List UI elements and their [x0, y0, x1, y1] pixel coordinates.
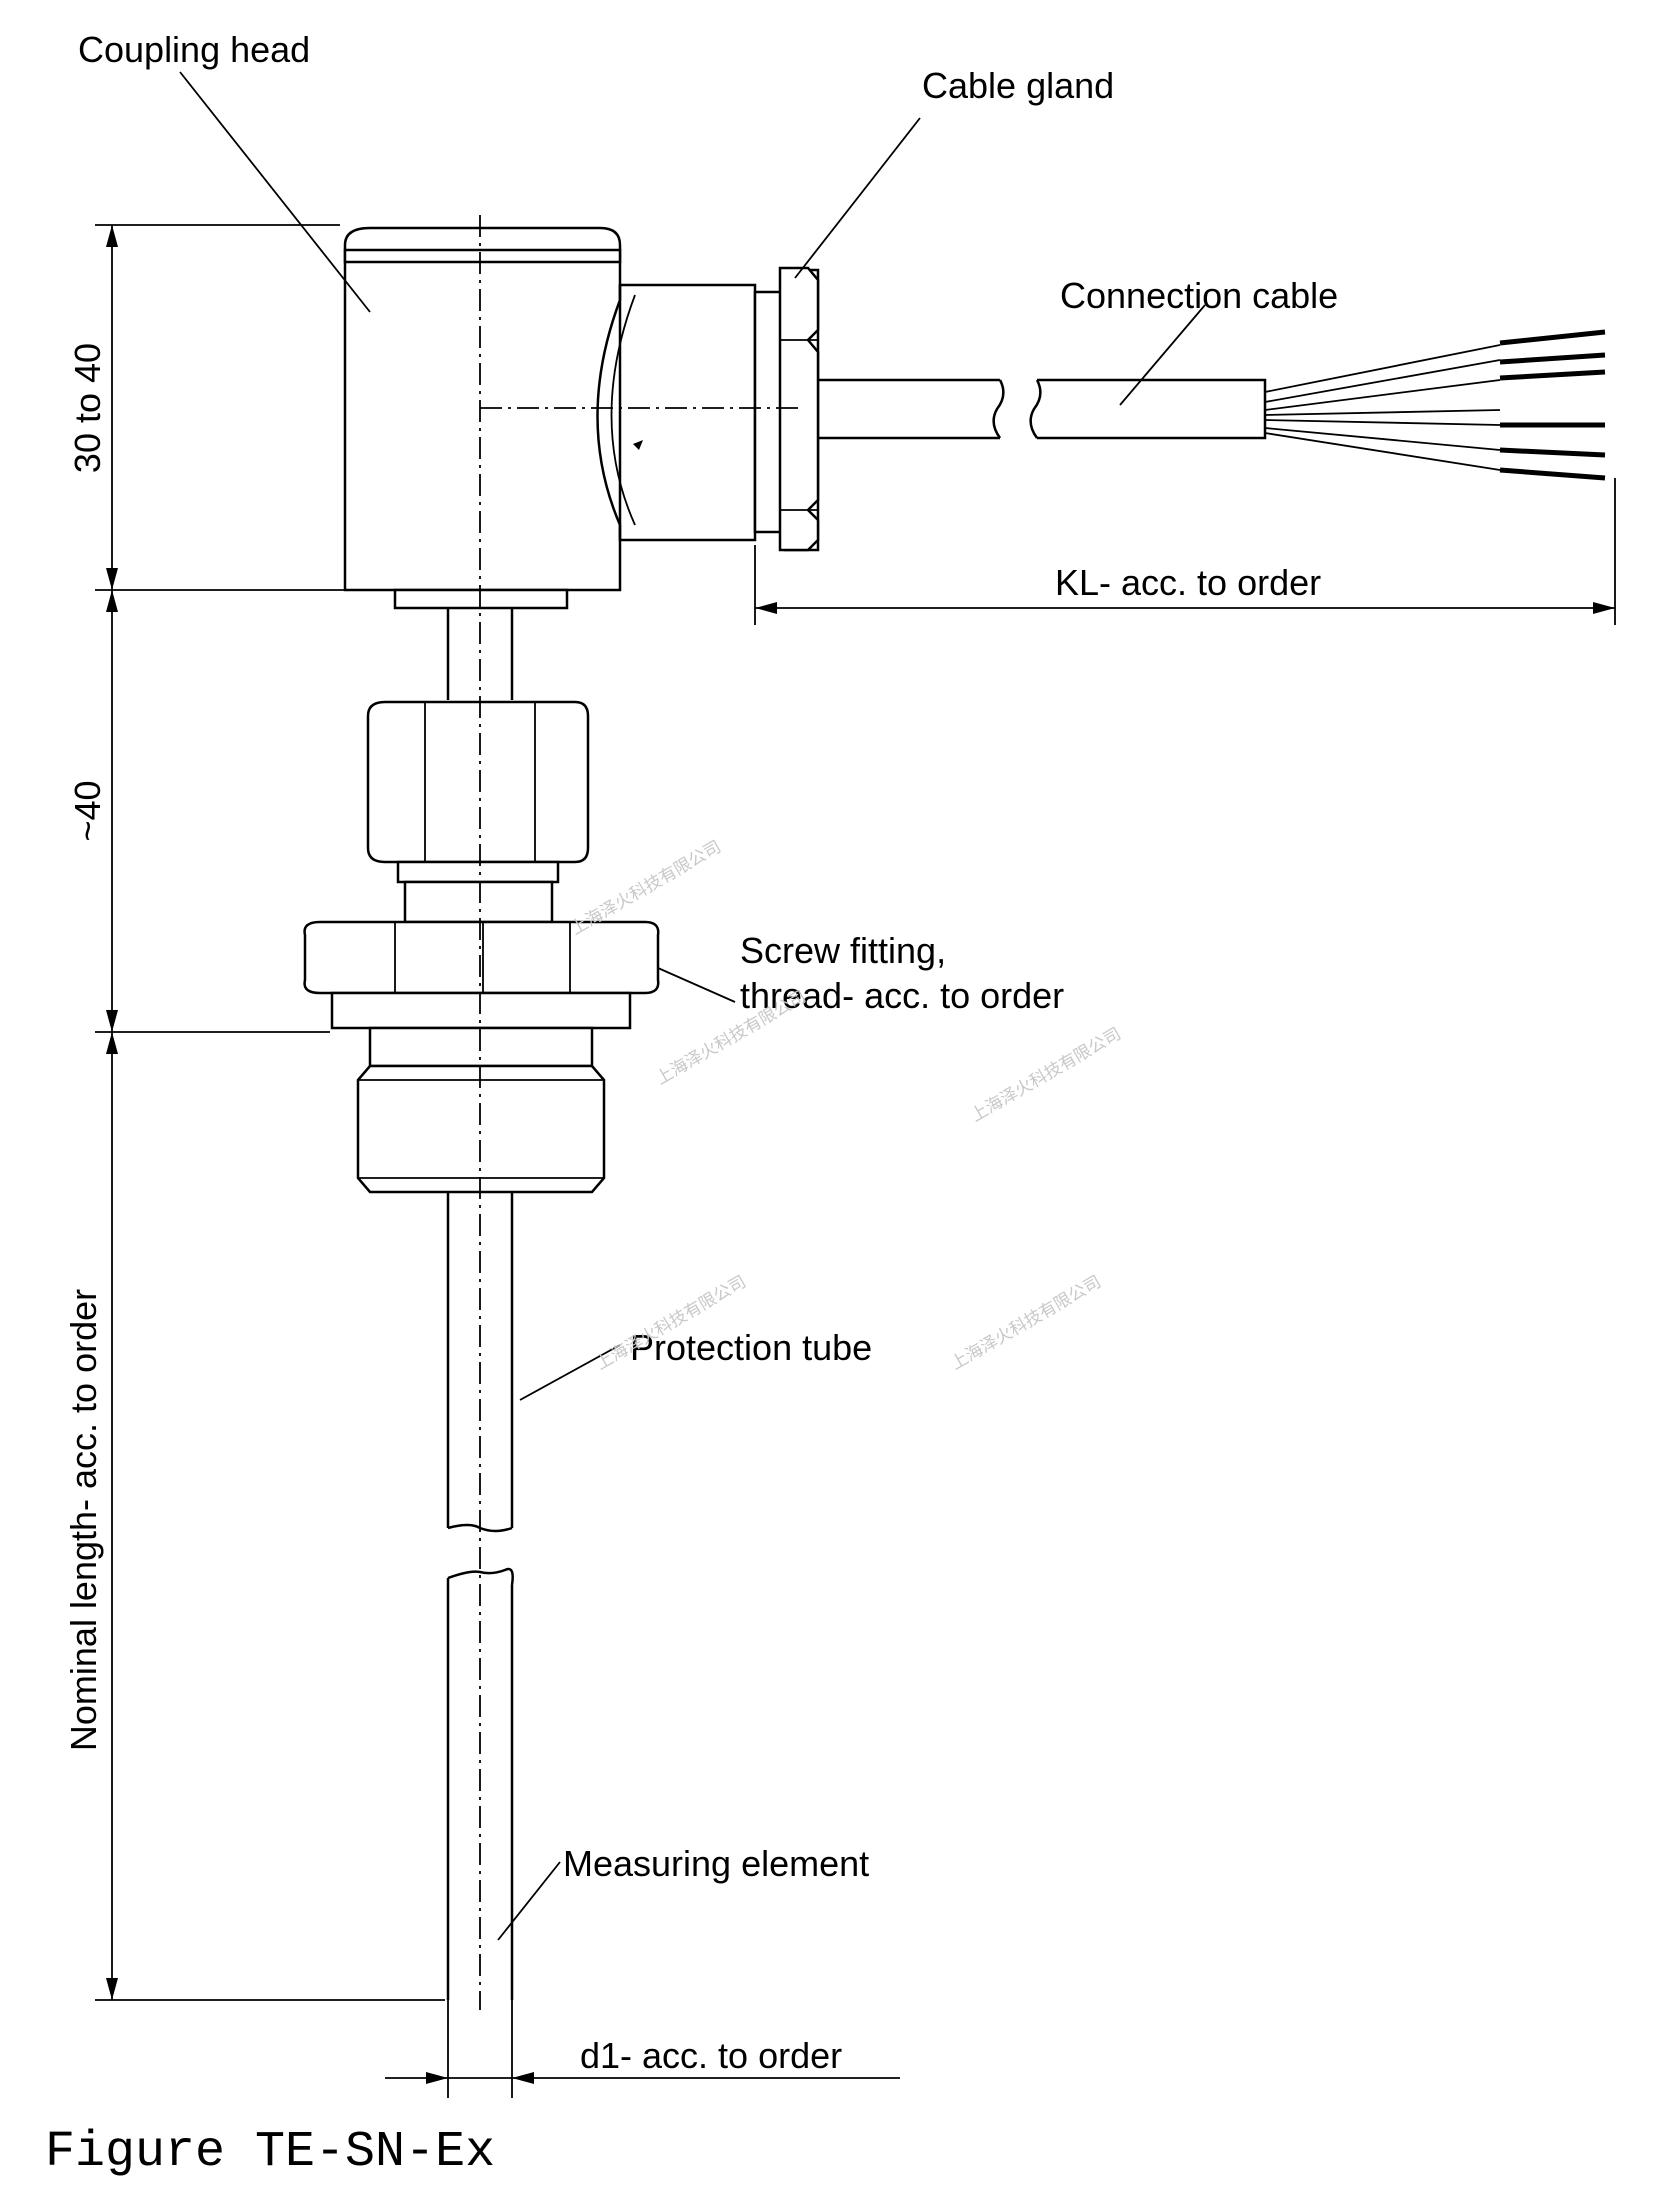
- coupling-head: [343, 226, 757, 610]
- centre-lines: [479, 215, 800, 2010]
- watermark: 上海泽火科技有限公司: [653, 987, 810, 1089]
- head-height-dimension: 30 to 40: [67, 343, 108, 473]
- connection-cable: [818, 329, 1606, 481]
- neck-and-hex-nut: [366, 608, 590, 924]
- cable-gland-label: Cable gland: [922, 65, 1114, 106]
- coupling-head-label: Coupling head: [78, 29, 310, 70]
- figure-caption: Figure TE-SN-Ex: [45, 2124, 495, 2181]
- cable-gland: [753, 266, 820, 552]
- cable-wires: [1264, 329, 1606, 481]
- fitting-height-dimension: ~40: [67, 780, 108, 841]
- connection-cable-label: Connection cable: [1060, 275, 1338, 316]
- dimension-lines: [95, 224, 1616, 2084]
- screw-fitting-label-line2: thread- acc. to order: [740, 975, 1064, 1016]
- diameter-dimension: d1- acc. to order: [580, 2035, 842, 2076]
- screw-fitting: [303, 920, 660, 1194]
- screw-fitting-label-line1: Screw fitting,: [740, 930, 946, 971]
- watermark: 上海泽火科技有限公司: [968, 1024, 1125, 1126]
- nominal-length-dimension: Nominal length- acc. to order: [63, 1289, 104, 1751]
- protection-tube-label: Protection tube: [630, 1327, 872, 1368]
- protection-tube: [446, 1192, 514, 2098]
- measuring-element-label: Measuring element: [563, 1843, 869, 1884]
- watermark: 上海泽火科技有限公司: [948, 1272, 1105, 1374]
- cable-length-dimension: KL- acc. to order: [1055, 562, 1321, 603]
- leader-lines: [179, 71, 1206, 1941]
